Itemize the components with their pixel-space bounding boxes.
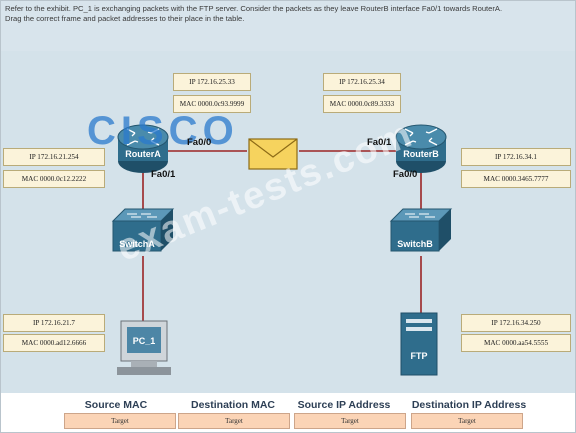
header-source-ip: Source IP Address — [297, 399, 391, 411]
routerB-fa00-ip: IP 172.16.34.1 — [461, 148, 571, 166]
instructions-line-2: Drag the correct frame and packet addres… — [5, 14, 245, 23]
target-source-mac[interactable]: Target — [64, 413, 176, 429]
header-destination-mac: Destination MAC — [191, 399, 275, 411]
ftp-mac: MAC 0000.aa54.5555 — [461, 334, 571, 352]
switch-b-label: SwitchB — [397, 239, 433, 249]
target-destination-mac[interactable]: Target — [178, 413, 290, 429]
routerA-fa01-mac: MAC 0000.0c12.2222 — [3, 170, 105, 188]
switch-a-icon — [111, 208, 175, 252]
ftp-label: FTP — [410, 351, 428, 361]
routerA-fa00-label: Fa0/0 — [187, 137, 212, 148]
answer-table: Source MAC Destination MAC Source IP Add… — [1, 393, 575, 432]
switch-a-label: SwitchA — [119, 239, 155, 249]
router-a-icon — [117, 124, 169, 173]
routerA-fa00-mac: MAC 0000.0c93.9999 — [173, 95, 251, 113]
ftp-server-icon — [400, 312, 438, 376]
target-source-ip[interactable]: Target — [294, 413, 406, 429]
routerB-fa00-label: Fa0/0 — [393, 169, 418, 180]
network-diagram: CISCO exam-tests.com RouterA RouterB Swi… — [1, 51, 575, 393]
router-b-label: RouterB — [403, 149, 439, 159]
pc-mac: MAC 0000.ad12.6666 — [3, 334, 105, 352]
target-destination-ip[interactable]: Target — [411, 413, 523, 429]
pc-icon — [117, 320, 171, 375]
instructions-header: Refer to the exhibit. PC_1 is exchanging… — [1, 1, 575, 51]
instructions-line-1: Refer to the exhibit. PC_1 is exchanging… — [5, 4, 503, 13]
routerA-fa00-ip: IP 172.16.25.33 — [173, 73, 251, 91]
pc-ip: IP 172.16.21.7 — [3, 314, 105, 332]
routerA-fa01-ip: IP 172.16.21.254 — [3, 148, 105, 166]
header-source-mac: Source MAC — [84, 399, 148, 411]
routerA-fa01-label: Fa0/1 — [151, 169, 176, 180]
ftp-ip: IP 172.16.34.250 — [461, 314, 571, 332]
router-b-icon — [395, 124, 447, 173]
packet-envelope-icon — [248, 138, 298, 170]
routerB-fa01-mac: MAC 0000.0c89.3333 — [323, 95, 401, 113]
router-a-label: RouterA — [125, 149, 161, 159]
header-destination-ip: Destination IP Address — [411, 399, 527, 411]
routerB-fa01-ip: IP 172.16.25.34 — [323, 73, 401, 91]
instructions-text: Refer to the exhibit. PC_1 is exchanging… — [5, 4, 565, 24]
cisco-logo-text: CISCO — [87, 109, 239, 153]
pc-label: PC_1 — [132, 336, 156, 346]
topology-drawing — [111, 124, 453, 376]
switch-b-icon — [389, 208, 453, 252]
routerB-fa00-mac: MAC 0000.3465.7777 — [461, 170, 571, 188]
routerB-fa01-label: Fa0/1 — [367, 137, 392, 148]
